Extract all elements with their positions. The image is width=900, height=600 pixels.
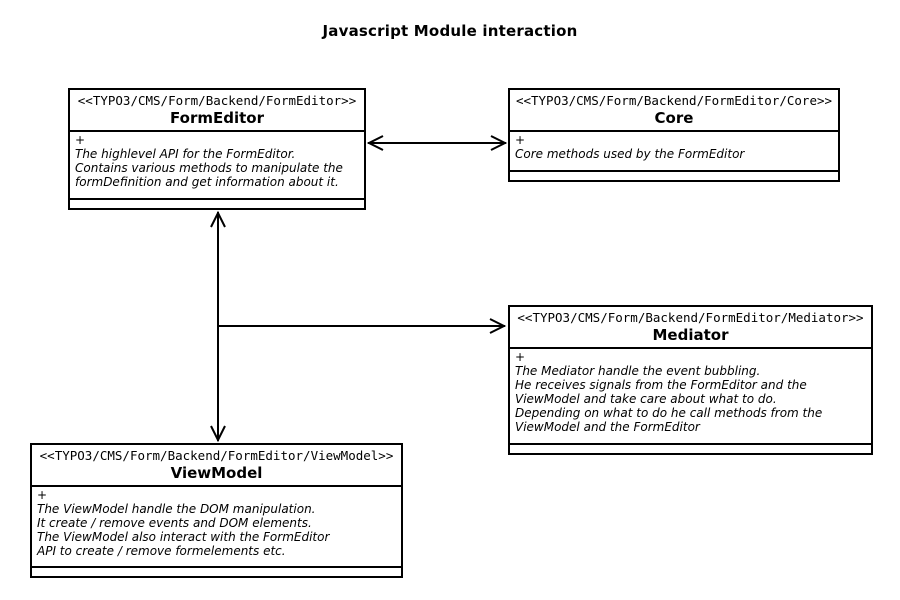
class-body-core: + Core methods used by the FormEditor	[510, 132, 838, 172]
visibility-marker: +	[75, 133, 86, 147]
class-description-core: Core methods used by the FormEditor	[515, 147, 745, 161]
class-body-formeditor: + The highlevel API for the FormEditor. …	[70, 132, 364, 200]
class-name-viewmodel: ViewModel	[170, 464, 263, 482]
class-name-formeditor: FormEditor	[170, 109, 264, 127]
class-name-core: Core	[654, 109, 694, 127]
class-stereotype-formeditor: <<TYPO3/CMS/Form/Backend/FormEditor>>	[77, 93, 357, 108]
class-stereotype-mediator: <<TYPO3/CMS/Form/Backend/FormEditor/Medi…	[517, 310, 864, 325]
class-box-viewmodel: <<TYPO3/CMS/Form/Backend/FormEditor/View…	[30, 443, 403, 578]
visibility-marker: +	[515, 133, 526, 147]
class-header-core: <<TYPO3/CMS/Form/Backend/FormEditor/Core…	[510, 90, 838, 132]
class-methods-compartment-mediator	[510, 445, 871, 453]
class-box-mediator: <<TYPO3/CMS/Form/Backend/FormEditor/Medi…	[508, 305, 873, 455]
class-header-viewmodel: <<TYPO3/CMS/Form/Backend/FormEditor/View…	[32, 445, 401, 487]
class-stereotype-viewmodel: <<TYPO3/CMS/Form/Backend/FormEditor/View…	[39, 448, 394, 463]
visibility-marker: +	[37, 488, 48, 502]
class-methods-compartment-viewmodel	[32, 568, 401, 576]
arrow-formeditor-viewmodel	[210, 210, 226, 443]
class-header-mediator: <<TYPO3/CMS/Form/Backend/FormEditor/Medi…	[510, 307, 871, 349]
class-methods-compartment-formeditor	[70, 200, 364, 208]
class-box-formeditor: <<TYPO3/CMS/Form/Backend/FormEditor>> Fo…	[68, 88, 366, 210]
class-description-formeditor: The highlevel API for the FormEditor. Co…	[75, 147, 343, 189]
class-box-core: <<TYPO3/CMS/Form/Backend/FormEditor/Core…	[508, 88, 840, 182]
class-description-mediator: The Mediator handle the event bubbling. …	[515, 364, 823, 434]
class-body-mediator: + The Mediator handle the event bubbling…	[510, 349, 871, 445]
arrow-formeditor-core	[366, 135, 508, 151]
class-body-viewmodel: + The ViewModel handle the DOM manipulat…	[32, 487, 401, 568]
class-stereotype-core: <<TYPO3/CMS/Form/Backend/FormEditor/Core…	[515, 93, 833, 108]
visibility-marker: +	[515, 350, 526, 364]
class-header-formeditor: <<TYPO3/CMS/Form/Backend/FormEditor>> Fo…	[70, 90, 364, 132]
diagram-title: Javascript Module interaction	[322, 22, 578, 40]
arrow-link-mediator	[218, 318, 507, 334]
class-name-mediator: Mediator	[652, 326, 729, 344]
class-description-viewmodel: The ViewModel handle the DOM manipulatio…	[37, 502, 330, 558]
class-methods-compartment-core	[510, 172, 838, 180]
